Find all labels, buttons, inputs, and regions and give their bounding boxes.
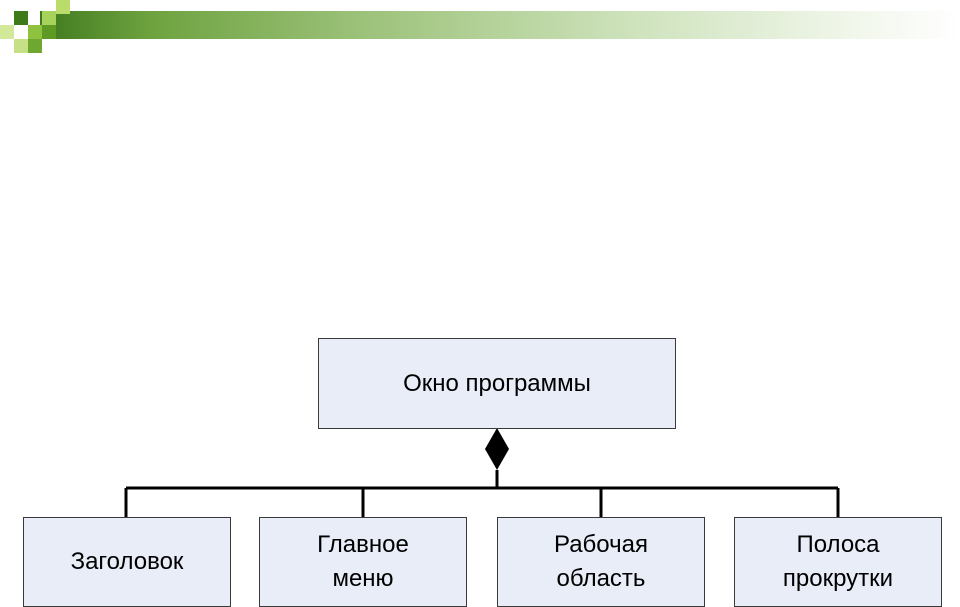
header-gradient-band	[40, 11, 960, 39]
node-child-work-area: Рабочая область	[497, 517, 705, 607]
node-child-label: Полоса прокрутки	[782, 531, 894, 592]
header-square	[56, 0, 70, 14]
header-square	[0, 25, 14, 39]
header-square	[14, 39, 28, 53]
header-square	[42, 11, 56, 25]
node-child-scrollbar: Полоса прокрутки	[734, 517, 942, 607]
node-child-label: Рабочая область	[554, 531, 648, 592]
composition-diamond	[485, 428, 509, 470]
header-square	[42, 25, 56, 39]
node-child-label: Заголовок	[70, 548, 184, 575]
node-root: Окно программы	[318, 338, 676, 429]
node-child-main-menu: Главное меню	[259, 517, 467, 607]
node-child-title: Заголовок	[23, 517, 231, 607]
header-square	[28, 39, 42, 53]
node-root-label: Окно программы	[403, 369, 591, 397]
header-square	[14, 11, 28, 25]
header-square	[28, 25, 42, 39]
node-child-label: Главное меню	[317, 531, 409, 592]
